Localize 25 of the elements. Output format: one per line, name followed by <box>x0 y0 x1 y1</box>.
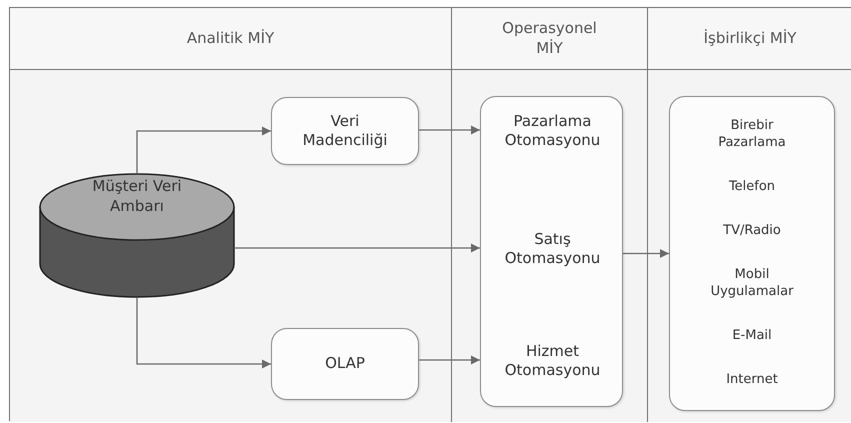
channel-list-box <box>669 96 835 411</box>
arrow <box>623 249 669 258</box>
arrow <box>136 298 271 368</box>
node-label: Satış Otomasyonu <box>504 230 602 268</box>
list-item: TV/Radio <box>723 223 781 240</box>
arrow <box>136 126 271 173</box>
list-item: E-Mail <box>732 328 772 345</box>
process-box <box>271 97 419 165</box>
list-item: Internet <box>726 372 778 388</box>
node-label: Müşteri Veri Ambarı <box>91 177 183 216</box>
database-cylinder <box>39 173 235 298</box>
column-band <box>452 8 648 422</box>
node-label: OLAP <box>325 354 365 374</box>
list-item: Mobil Uygulamalar <box>710 266 794 301</box>
node-label: Veri Madenciliği <box>302 112 388 150</box>
list-item: Telefon <box>728 179 776 196</box>
process-box <box>271 328 419 400</box>
column-band <box>10 8 452 422</box>
node-label: Hizmet Otomasyonu <box>504 342 602 380</box>
arrow <box>419 126 480 134</box>
node-label: Pazarlama Otomasyonu <box>504 112 602 150</box>
group-box <box>480 96 623 407</box>
list-item: Birebir Pazarlama <box>717 118 787 152</box>
arrow <box>235 244 480 252</box>
arrow <box>419 356 480 364</box>
